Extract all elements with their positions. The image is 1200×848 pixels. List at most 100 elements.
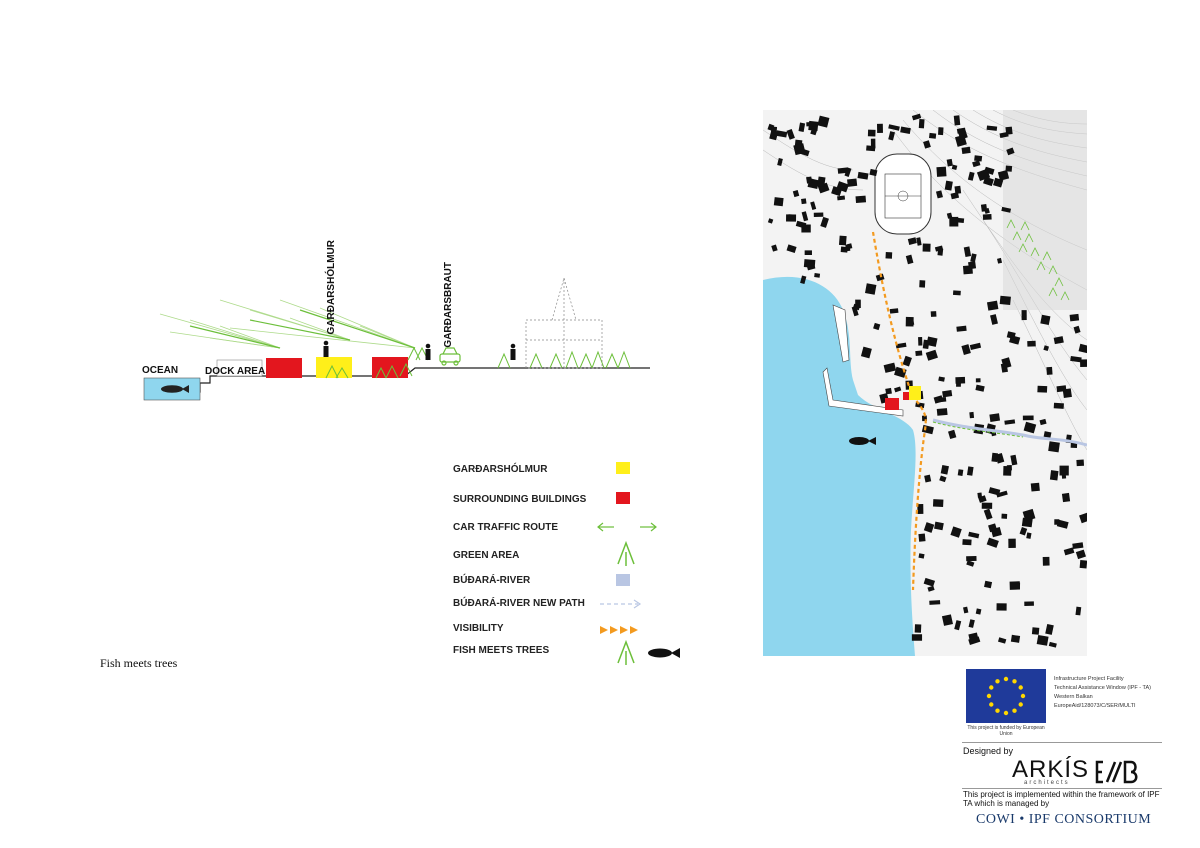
visibility-path [871,231,927,591]
map-building [810,128,818,136]
tree-fish-icon [617,639,680,665]
map-building [948,429,957,440]
eu-text-line-4: EuropeAid/128073/C/SER/MULTI [1054,703,1136,709]
designed-by-label: Designed by [963,746,1014,756]
map-building [935,397,947,403]
map-building [1063,547,1075,556]
map-building [786,128,795,140]
map-building [813,212,824,218]
eu-star-icon [1012,679,1017,684]
map-building [1010,634,1021,643]
map-building [810,201,817,210]
map-building [942,389,953,398]
map-building [855,195,867,203]
eu-star-icon [1003,710,1009,716]
red-building-1 [266,358,302,378]
dock-area-label: DOCK AREA [205,366,266,377]
map-building [837,195,846,201]
map-building [1000,363,1008,373]
map-building [846,243,853,250]
cowi-consortium-logo: COWI • IPF CONSORTIUM [976,812,1152,827]
map-building [1039,418,1047,426]
map-building [968,531,980,539]
map-building [963,246,972,257]
map-building [996,603,1007,611]
sea-area [763,276,916,656]
map-building [837,167,849,174]
map-building [949,216,959,227]
map-building [1022,415,1034,421]
map-building [944,180,953,191]
dock-box [216,359,263,377]
map-building [999,131,1009,139]
map-building [894,386,902,393]
eu-text-line-1: Infrastructure Project Facility [1054,676,1124,682]
map-building [1056,385,1067,393]
map-building [1045,624,1054,635]
map-building [997,257,1003,264]
map-building [915,350,923,357]
map-building [908,317,915,326]
map-building [801,198,807,205]
map-building [860,346,872,359]
divider-2 [962,788,1162,789]
map-building [977,492,983,498]
map-red-building-2 [903,392,911,400]
map-building [1006,147,1015,156]
map-building [967,171,975,181]
map-building [975,608,982,615]
map-building [997,170,1010,181]
map-building [999,295,1011,306]
eu-star-icon [1018,685,1023,690]
eu-star-icon [1018,702,1023,707]
map-building [786,244,797,253]
map-building [966,556,977,562]
gardarsbraut-vertical-label: GARÐARSBRAUT [443,262,454,348]
map-building [885,387,892,395]
map-building [1022,508,1036,522]
football-pitch [874,153,932,235]
legend-label-surrounding-buildings: SURROUNDING BUILDINGS [453,494,587,505]
map-building [924,474,932,483]
legend-label-visibility: VISIBILITY [453,623,504,634]
map-building [941,614,953,626]
map-building [983,176,994,187]
map-building [869,168,878,177]
map-building [1061,492,1071,503]
map-building [923,140,931,149]
map-building [895,342,907,349]
eu-star-icon [989,702,994,707]
map-building [905,254,914,265]
map-building [1043,345,1049,352]
map-building [938,127,944,136]
map-building [840,246,848,253]
map-building [961,344,971,355]
map-building [1042,556,1050,566]
map-building [990,314,998,325]
map-building [969,411,975,419]
map-building [1080,359,1087,367]
map-building [793,143,806,156]
map-building [956,325,967,332]
map-building [934,521,944,531]
legend-label-budara-river: BÚÐARÁ-RIVER [453,575,531,586]
map-building [1009,581,1021,590]
partner-logo [1095,760,1138,784]
map-building [786,214,797,222]
map-building [1009,335,1021,345]
eu-flag [966,669,1046,723]
map-building [984,580,993,589]
map-building [972,160,981,168]
map-building [918,533,926,542]
map-building [982,213,992,220]
map-building [1036,634,1049,646]
caption: Fish meets trees [100,656,178,670]
map-green-trees [1006,219,1070,301]
fish-icon [161,385,189,393]
map-building [937,248,944,256]
map-building [867,129,876,137]
map-building [1069,313,1080,322]
map-fish-icon [849,437,876,445]
map-building [800,275,807,285]
map-red-building [885,398,899,410]
